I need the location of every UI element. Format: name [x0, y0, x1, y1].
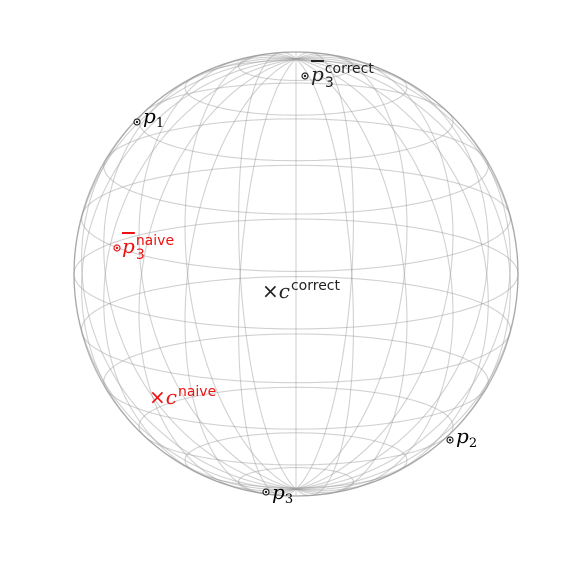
- label-scripts: correct: [291, 279, 340, 293]
- meridian-line: [184, 53, 408, 495]
- parallel-line: [81, 276, 511, 384]
- label-subscript: 3: [135, 247, 145, 263]
- label-base: c: [165, 385, 177, 409]
- point-center-p3bar-naive: [115, 246, 119, 250]
- parallel-line: [237, 51, 355, 81]
- cross-marker-c-correct: ×: [262, 279, 279, 303]
- label-base: p: [122, 234, 135, 258]
- label-superscript: correct: [290, 278, 340, 294]
- point-center-p1: [135, 120, 139, 124]
- meridian-line: [73, 58, 519, 490]
- meridian-line: [81, 57, 511, 491]
- meridian-line: [184, 53, 408, 495]
- label-superscript: naive: [135, 233, 175, 249]
- parallel-line: [184, 59, 408, 116]
- label-p2: p2: [456, 424, 478, 452]
- meridian-line: [103, 56, 489, 492]
- meridian-line: [237, 51, 355, 497]
- parallel-line: [138, 82, 454, 162]
- meridian-line: [81, 57, 511, 491]
- label-p3: p3: [272, 480, 294, 508]
- parallel-line: [103, 333, 489, 430]
- label-superscript: naive: [177, 384, 217, 400]
- meridian-line: [237, 51, 355, 497]
- parallel-line: [237, 467, 355, 497]
- point-center-p2: [448, 438, 452, 442]
- cross-marker-c-naive: ×: [149, 385, 166, 409]
- point-markers: [113, 72, 454, 496]
- parallel-line: [138, 386, 454, 466]
- parallel-line: [73, 218, 519, 330]
- sphere-grid: [73, 51, 519, 497]
- parallel-line: [103, 118, 489, 215]
- parallel-line: [81, 164, 511, 272]
- label-scripts: naive: [178, 385, 216, 399]
- meridian-line: [138, 54, 454, 494]
- point-center-p3bar-correct: [303, 74, 307, 78]
- label-superscript: correct: [324, 61, 374, 77]
- point-center-p3: [264, 490, 268, 494]
- label-base: p: [311, 62, 324, 86]
- meridian-line: [103, 56, 489, 492]
- sphere-outline: [73, 51, 519, 497]
- meridian-line: [138, 54, 454, 494]
- parallel-line: [184, 432, 408, 489]
- label-subscript: 3: [324, 75, 334, 91]
- label-p1: p1: [143, 104, 165, 132]
- label-base: c: [278, 279, 290, 303]
